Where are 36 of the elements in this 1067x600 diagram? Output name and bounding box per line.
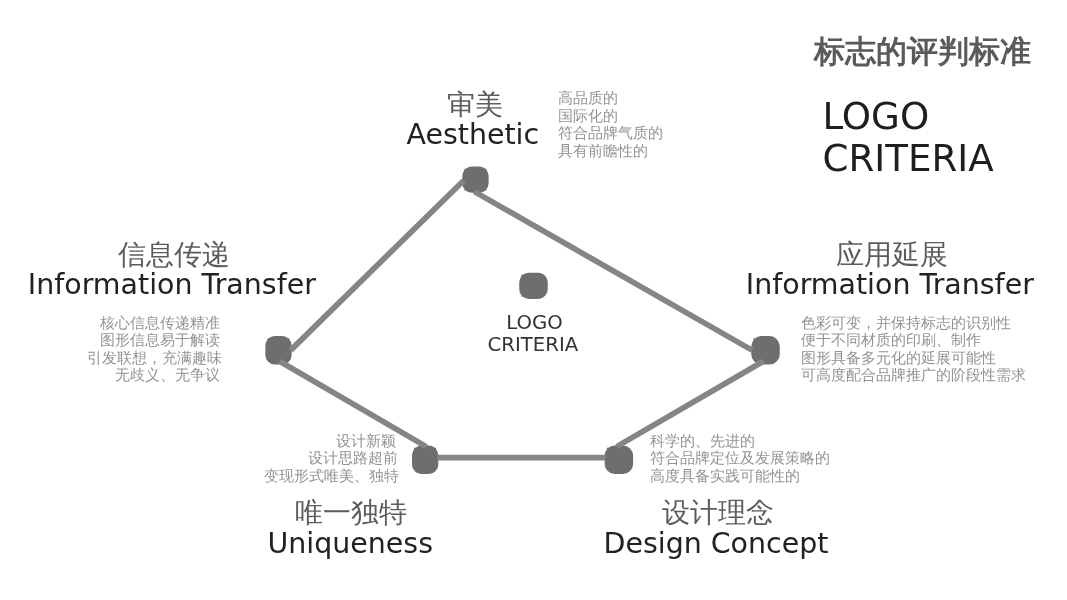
node-label: 应用延展 <box>835 237 948 271</box>
node-label: 信息传递 <box>117 237 230 271</box>
node-label: 核心信息传递精准 <box>100 313 221 332</box>
node-label: LOGO CRITERIA <box>487 310 579 356</box>
node-label: 图形信息易于解读 <box>100 331 221 350</box>
connector <box>473 189 754 353</box>
connector <box>615 358 765 450</box>
node-label: 可高度配合品牌推广的阶段性需求 <box>800 366 1026 385</box>
node-label: 唯一独特 <box>294 495 407 529</box>
node-label: 设计思路超前 <box>308 449 399 468</box>
node-label: Uniqueness <box>267 526 434 560</box>
node-label: 审美 <box>447 87 504 121</box>
node-label: Design Concept <box>603 526 829 560</box>
node-label: 引发联想，充满趣味 <box>86 348 222 367</box>
node-label: 符合品牌定位及发展策略的 <box>649 449 830 468</box>
node-label: 高度具备实践可能性的 <box>649 466 800 485</box>
node-label: 便于不同材质的印刷、制作 <box>800 331 981 350</box>
connector <box>278 358 428 450</box>
node-label: Information Transfer <box>745 268 1034 302</box>
node-label: 图形具备多元化的延展可能性 <box>800 348 996 367</box>
node-label: 变现形式唯美、独特 <box>264 466 400 485</box>
node-label: 设计新颖 <box>336 431 397 450</box>
node-label: 国际化的 <box>557 106 618 125</box>
node-label: Aesthetic <box>406 118 540 152</box>
node-label: 科学的、先进的 <box>649 431 755 450</box>
node-label: 设计理念 <box>661 495 774 529</box>
node-label: 符合品牌气质的 <box>557 124 663 143</box>
connector <box>437 454 606 461</box>
node-label: 具有前瞻性的 <box>557 141 648 160</box>
node-label: 无歧义、无争议 <box>115 366 221 385</box>
node-label: 色彩可变，并保持标志的识别性 <box>800 313 1011 332</box>
connector <box>288 178 466 353</box>
node-label: 高品质的 <box>557 89 618 108</box>
label: LOGO CRITERIA <box>822 94 994 181</box>
node-label: Information Transfer <box>27 268 316 302</box>
diagram-title: 标志的评判标准 <box>813 33 1031 69</box>
